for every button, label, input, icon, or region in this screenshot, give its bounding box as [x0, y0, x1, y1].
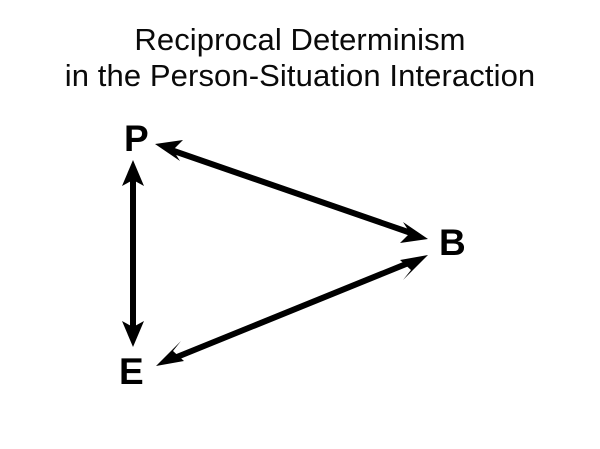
- edge-p-b: [155, 140, 428, 243]
- edge-p-e: [122, 160, 144, 347]
- edge-e-b-arrowhead-at-e: [156, 341, 184, 366]
- edge-p-e-arrowhead-down: [122, 321, 144, 347]
- edge-p-b-arrowhead-at-b: [400, 222, 428, 243]
- node-label-e: E: [119, 351, 144, 392]
- title-line-1: Reciprocal Determinism: [134, 22, 466, 57]
- edge-p-b-shaft: [170, 147, 412, 236]
- title-line-2: in the Person-Situation Interaction: [64, 58, 536, 93]
- edge-e-b-shaft: [170, 259, 413, 362]
- page-title: Reciprocal Determinism in the Person-Sit…: [0, 22, 600, 94]
- node-label-p: P: [124, 118, 149, 159]
- node-label-b: B: [439, 222, 466, 263]
- edge-e-b-arrowhead-at-b: [400, 255, 428, 280]
- edge-p-b-arrowhead-at-p: [155, 140, 183, 161]
- edge-p-e-arrowhead-up: [122, 160, 144, 186]
- edge-e-b: [156, 255, 428, 366]
